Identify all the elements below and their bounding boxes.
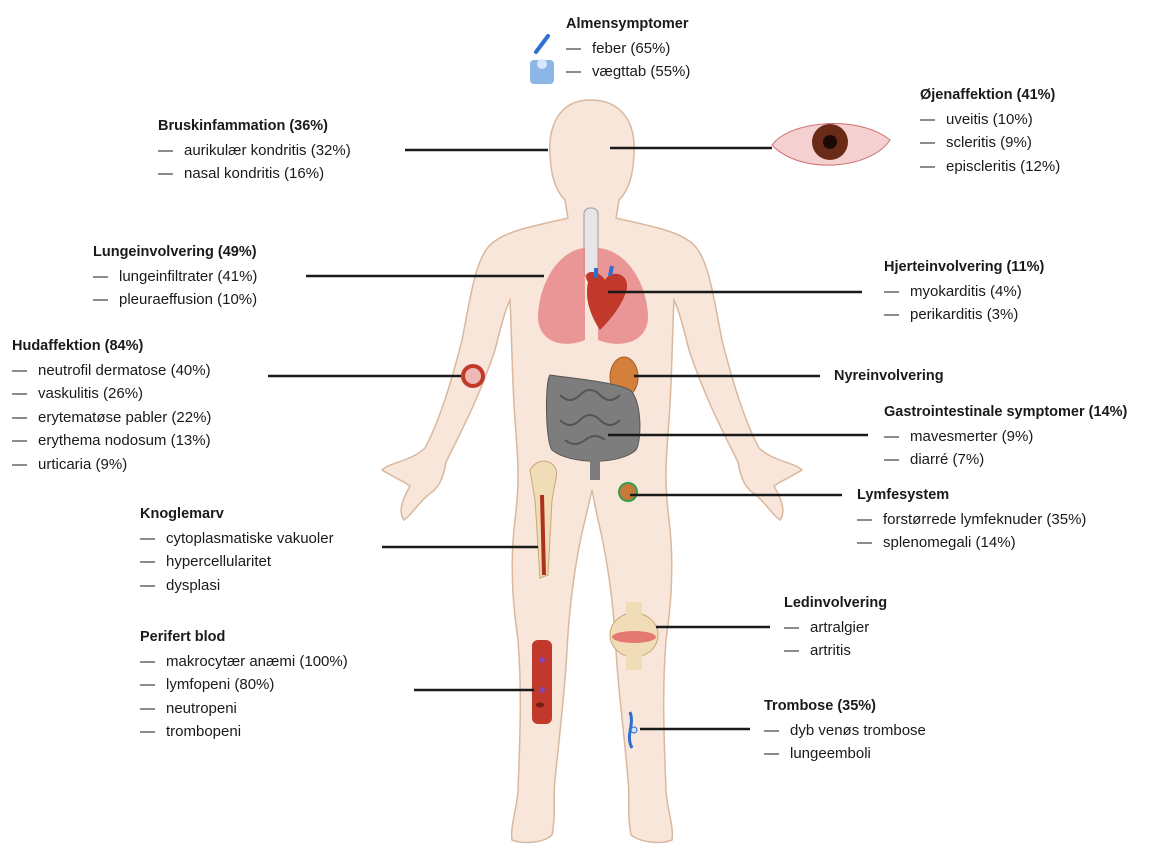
- group-lungeinvolvering: Lungeinvolvering (49%) lungeinfiltrater …: [93, 241, 257, 312]
- group-title: Lungeinvolvering (49%): [93, 241, 257, 265]
- list-item: trombopeni: [140, 720, 348, 744]
- list-item: cytoplasmatiske vakuoler: [140, 527, 334, 551]
- group-gastrointestinal: Gastrointestinale symptomer (14%) mavesm…: [884, 401, 1127, 472]
- list-item: dyb venøs trombose: [764, 719, 926, 743]
- list-item: diarré (7%): [884, 448, 1127, 472]
- group-trombose: Trombose (35%) dyb venøs trombose lungee…: [764, 695, 926, 766]
- list-item: dysplasi: [140, 574, 334, 598]
- group-perifert-blod: Perifert blod makrocytær anæmi (100%) ly…: [140, 626, 348, 744]
- list-item: artralgier: [784, 616, 887, 640]
- thermometer-icon: [536, 36, 548, 52]
- eye-icon: [772, 124, 890, 166]
- list-item: erythema nodosum (13%): [12, 429, 211, 453]
- group-lymfesystem: Lymfesystem forstørrede lymfeknuder (35%…: [857, 484, 1086, 555]
- group-title: Gastrointestinale symptomer (14%): [884, 401, 1127, 425]
- group-ledinvolvering: Ledinvolvering artralgier artritis: [784, 592, 887, 663]
- group-hudaffektion: Hudaffektion (84%) neutrofil dermatose (…: [12, 335, 211, 476]
- group-title: Nyreinvolvering: [834, 365, 944, 389]
- list-item: splenomegali (14%): [857, 531, 1086, 555]
- group-title: Øjenaffektion (41%): [920, 84, 1060, 108]
- group-title: Bruskinfammation (36%): [158, 115, 351, 139]
- list-item: myokarditis (4%): [884, 280, 1044, 304]
- list-item: vaskulitis (26%): [12, 382, 211, 406]
- skin-lesion-icon: [461, 364, 485, 388]
- list-item: forstørrede lymfeknuder (35%): [857, 508, 1086, 532]
- trachea: [584, 208, 598, 278]
- list-item: lymfopeni (80%): [140, 673, 348, 697]
- group-title: Perifert blod: [140, 626, 348, 650]
- list-item: scleritis (9%): [920, 131, 1060, 155]
- list-item: uveitis (10%): [920, 108, 1060, 132]
- blood-vessel-icon: [532, 640, 552, 724]
- list-item: urticaria (9%): [12, 453, 211, 477]
- group-title: Lymfesystem: [857, 484, 1086, 508]
- list-item: hypercellularitet: [140, 550, 334, 574]
- group-bruskinflammation: Bruskinfammation (36%) aurikulær kondrit…: [158, 115, 351, 186]
- group-title: Ledinvolvering: [784, 592, 887, 616]
- list-item: lungeemboli: [764, 742, 926, 766]
- list-item: aurikulær kondritis (32%): [158, 139, 351, 163]
- list-item: nasal kondritis (16%): [158, 162, 351, 186]
- list-item: makrocytær anæmi (100%): [140, 650, 348, 674]
- scale-icon: [530, 59, 554, 84]
- list-item: artritis: [784, 639, 887, 663]
- lymph-node-icon: [619, 483, 637, 501]
- group-title: Trombose (35%): [764, 695, 926, 719]
- list-item: neutrofil dermatose (40%): [12, 359, 211, 383]
- group-title: Hudaffektion (84%): [12, 335, 211, 359]
- list-item: mavesmerter (9%): [884, 425, 1127, 449]
- group-title: Hjerteinvolvering (11%): [884, 256, 1044, 280]
- group-almensymptomer: Almensymptomer feber (65%) vægttab (55%): [566, 13, 690, 84]
- group-title: Almensymptomer: [566, 13, 690, 37]
- group-nyreinvolvering: Nyreinvolvering: [834, 365, 944, 389]
- list-item: feber (65%): [566, 37, 690, 61]
- group-oejenaffektion: Øjenaffektion (41%) uveitis (10%) scleri…: [920, 84, 1060, 178]
- list-item: pleuraeffusion (10%): [93, 288, 257, 312]
- list-item: perikarditis (3%): [884, 303, 1044, 327]
- list-item: lungeinfiltrater (41%): [93, 265, 257, 289]
- group-hjerteinvolvering: Hjerteinvolvering (11%) myokarditis (4%)…: [884, 256, 1044, 327]
- group-title: Knoglemarv: [140, 503, 334, 527]
- list-item: erytematøse pabler (22%): [12, 406, 211, 430]
- group-knoglemarv: Knoglemarv cytoplasmatiske vakuoler hype…: [140, 503, 334, 597]
- list-item: neutropeni: [140, 697, 348, 721]
- list-item: episcleritis (12%): [920, 155, 1060, 179]
- list-item: vægttab (55%): [566, 60, 690, 84]
